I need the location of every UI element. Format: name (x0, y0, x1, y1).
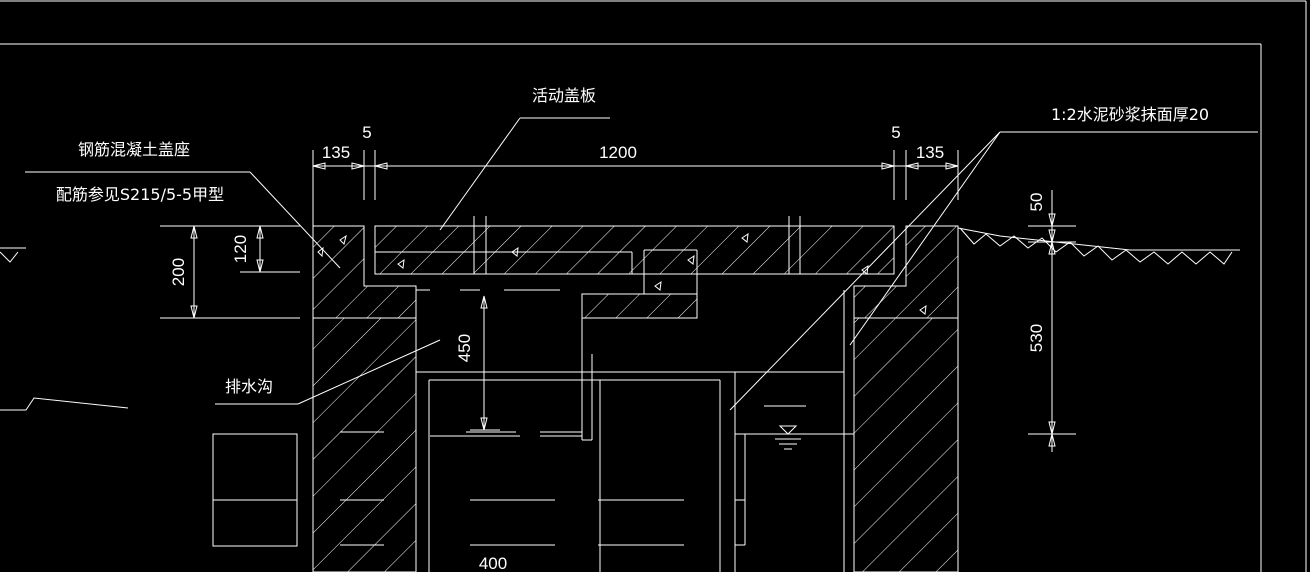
ground-surface (957, 227, 1240, 265)
dim-135-left: 135 (322, 143, 350, 162)
dim-5-left: 5 (362, 123, 371, 142)
rebar-reference-label: 配筋参见S215/5-5甲型 (56, 185, 224, 204)
cover-seat-label: 钢筋混凝土盖座 (78, 140, 190, 159)
dim-5-right: 5 (891, 123, 900, 142)
center-support-beam (581, 280, 698, 319)
water-level-symbol (775, 425, 801, 450)
dim-200: 200 (169, 258, 188, 286)
left-wall (312, 317, 417, 572)
cover-plate-label: 活动盖板 (532, 86, 596, 105)
leader-lines (25, 117, 1258, 411)
dim-50: 50 (1027, 193, 1046, 212)
dim-530: 530 (1027, 324, 1046, 352)
side-drain-ditch (212, 433, 298, 547)
dim-1200: 1200 (599, 143, 637, 162)
left-vertical-dimensions (160, 225, 300, 319)
right-vertical-dimensions (1028, 190, 1076, 452)
right-wall (853, 317, 959, 572)
left-ground-fragment (0, 247, 129, 411)
dim-400: 400 (479, 554, 507, 572)
dim-120: 120 (231, 235, 250, 263)
seat-outline (363, 226, 907, 291)
drain-label: 排水沟 (225, 377, 273, 396)
drain-channel (340, 290, 854, 572)
mortar-label: 1:2水泥砂浆抹面厚20 (1051, 105, 1209, 124)
dim-135-right: 135 (916, 143, 944, 162)
dim-450: 450 (455, 334, 474, 362)
movable-cover-plate (374, 216, 895, 318)
interior-depth-dimension (470, 295, 500, 431)
